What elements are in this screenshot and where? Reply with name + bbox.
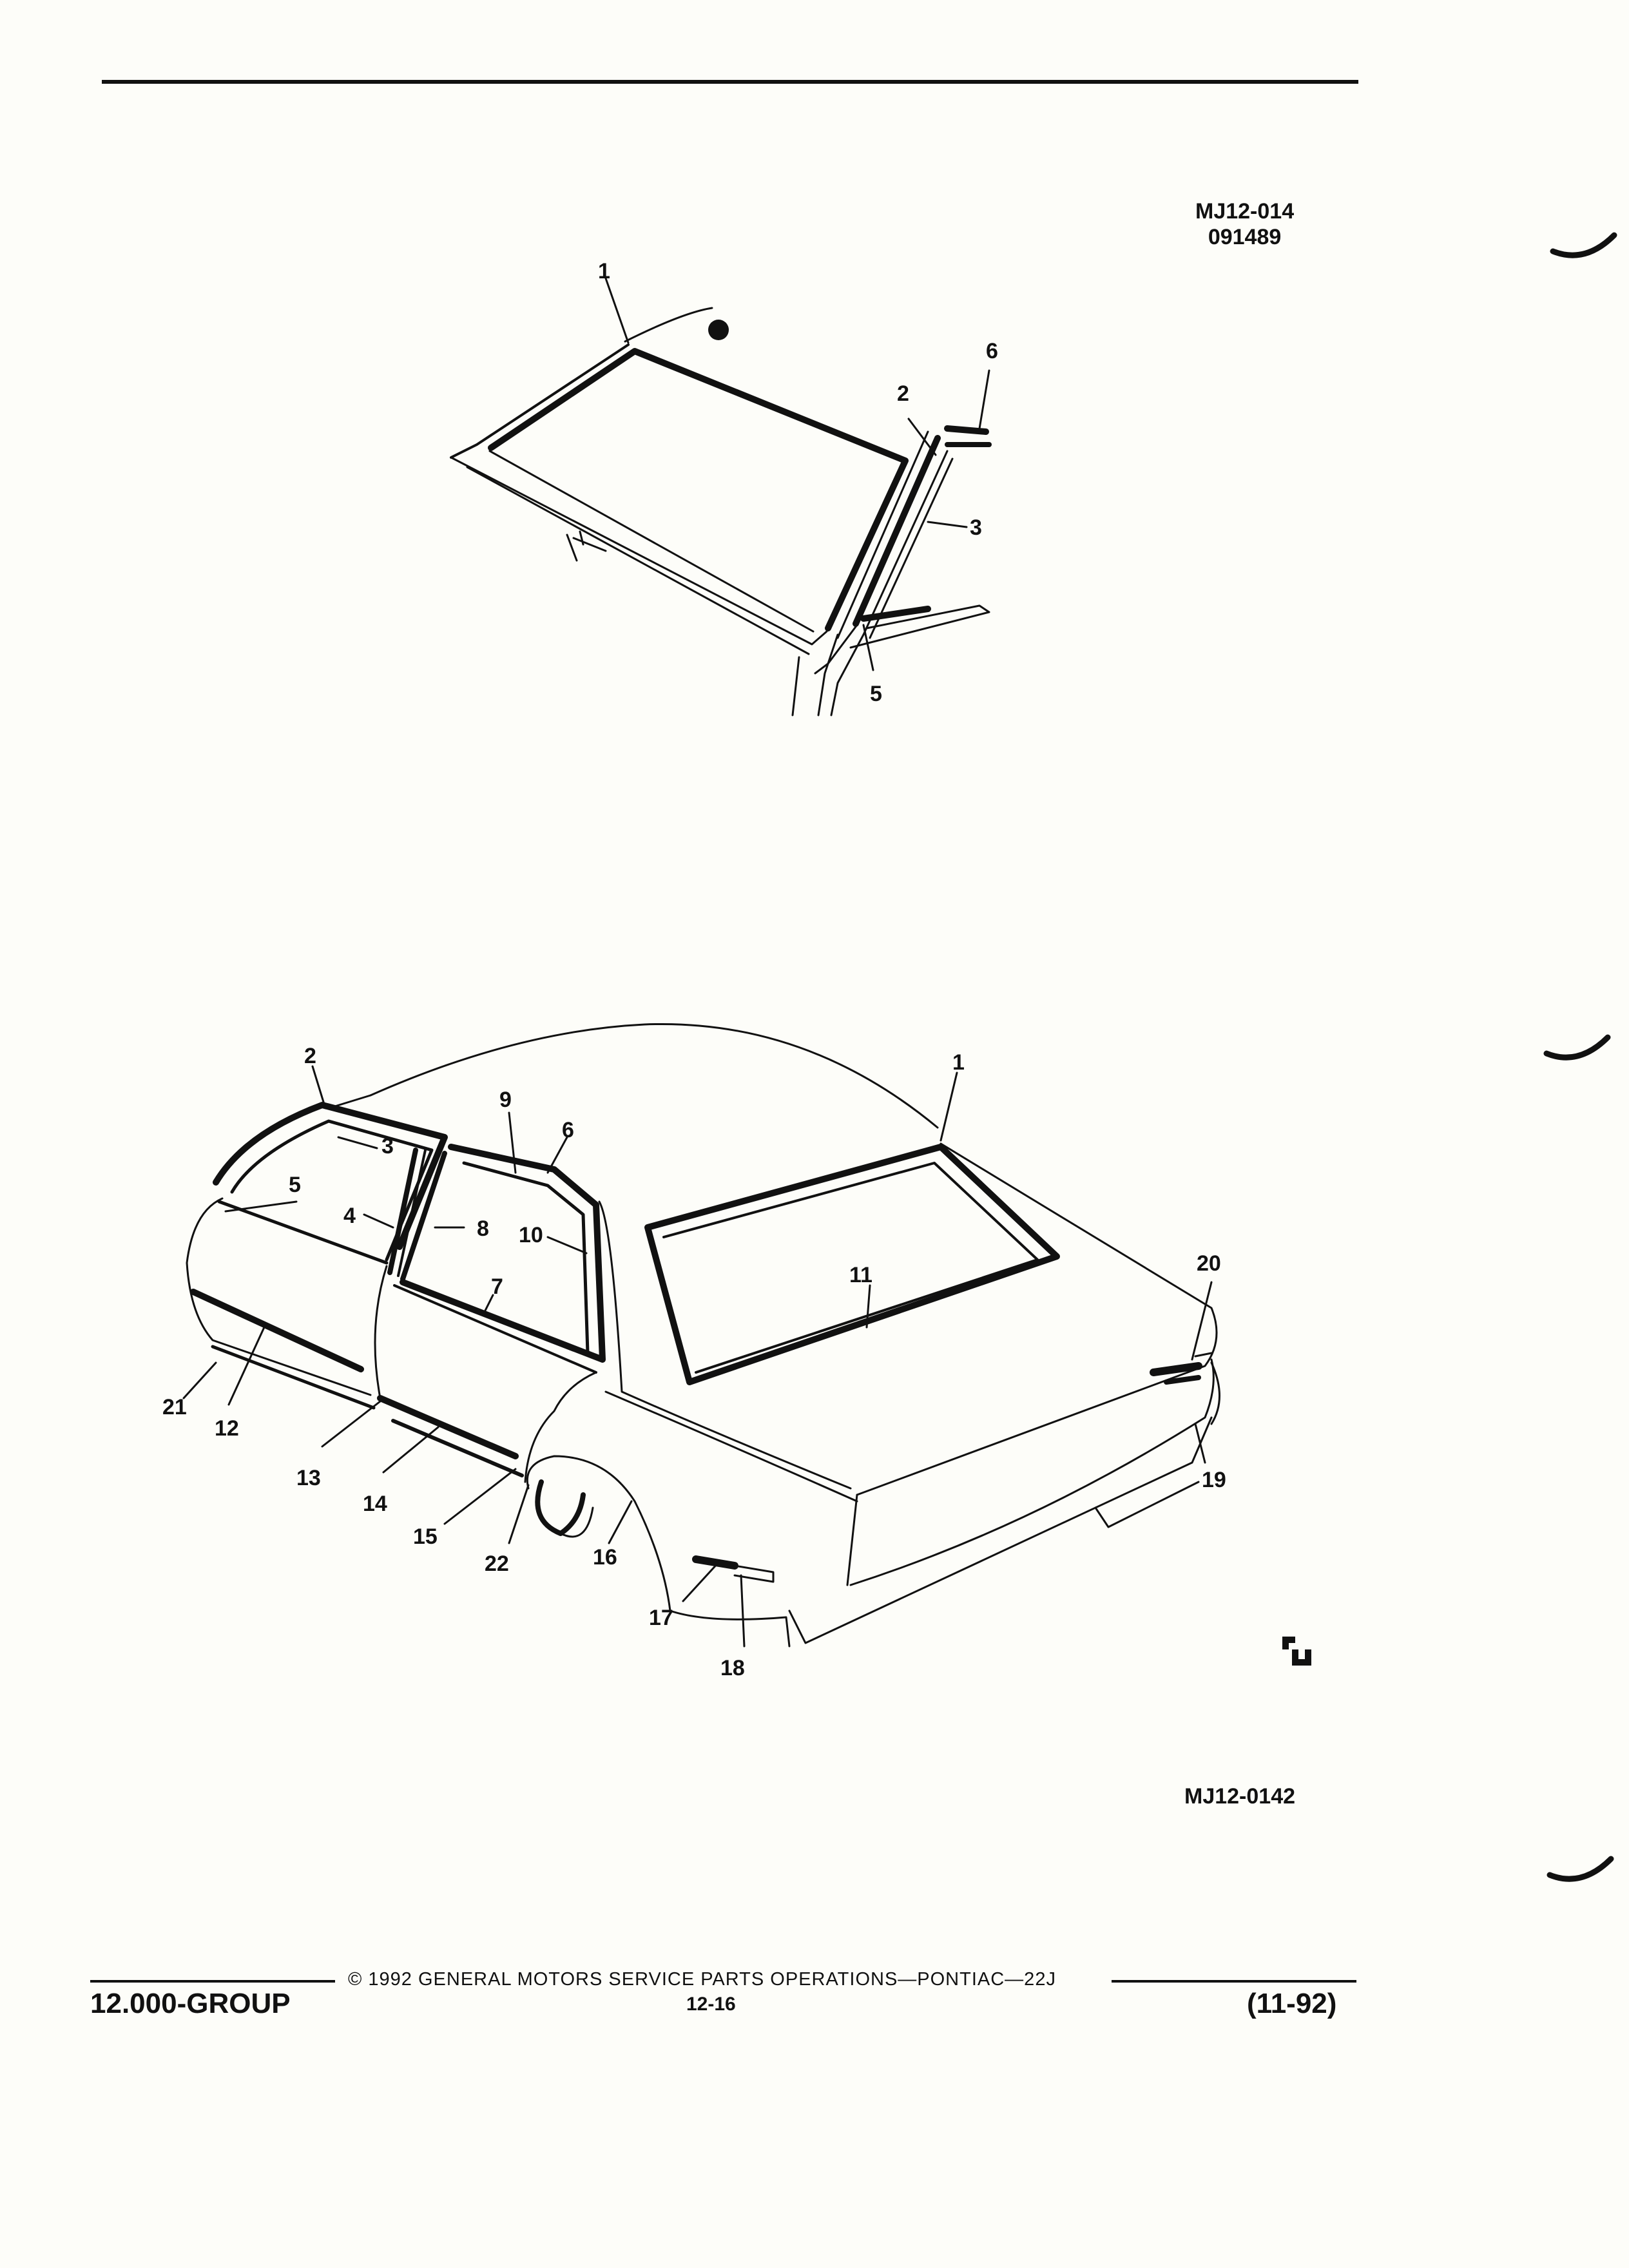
- footer-group: 12.000-GROUP: [90, 1988, 291, 2019]
- fig1-callout-5: 5: [870, 682, 882, 706]
- binding-mark-icon: [1543, 1034, 1611, 1061]
- fig2-callout-5: 5: [289, 1173, 301, 1197]
- binding-mark-icon: [1550, 232, 1617, 258]
- ink-blot: [708, 320, 729, 340]
- binding-mark-icon: [1547, 1856, 1614, 1882]
- figure-1-reference: MJ12-014 091489: [1195, 198, 1294, 250]
- fig2-callout-6: 6: [562, 1118, 574, 1142]
- fig2-callout-4: 4: [343, 1204, 356, 1228]
- figure-1-ref-code: MJ12-014: [1195, 199, 1295, 224]
- fig1-callout-6: 6: [986, 339, 998, 363]
- fig2-callout-13: 13: [296, 1466, 321, 1490]
- fig2-callout-2: 2: [304, 1044, 316, 1068]
- fig2-callout-10: 10: [519, 1223, 543, 1247]
- fig2-callout-21: 21: [162, 1395, 187, 1419]
- figure-2-car-drawing: [182, 1023, 1220, 1648]
- footer-rule-right: [1112, 1980, 1356, 1983]
- fig1-callout-1: 1: [598, 259, 610, 284]
- fig2-callout-9: 9: [499, 1088, 512, 1112]
- fig2-callout-17: 17: [649, 1606, 673, 1630]
- publisher-logo-mark: [1282, 1637, 1311, 1666]
- footer-copyright: © 1992 GENERAL MOTORS SERVICE PARTS OPER…: [348, 1969, 1056, 1990]
- fig2-callout-16: 16: [593, 1545, 617, 1570]
- footer-date: (11-92): [1247, 1988, 1337, 2019]
- fig2-callout-8: 8: [477, 1216, 489, 1241]
- fig2-callout-22: 22: [485, 1552, 509, 1576]
- footer-page-number: 12-16: [686, 1994, 736, 2015]
- fig2-callout-3: 3: [381, 1134, 394, 1158]
- fig1-callout-3: 3: [970, 515, 982, 540]
- figure-2-reference: MJ12-0142: [1184, 1784, 1296, 1809]
- fig1-callout-2: 2: [897, 381, 909, 406]
- figure-1-ref-date: 091489: [1208, 225, 1282, 249]
- top-rule: [102, 80, 1358, 84]
- fig2-callout-11: 11: [849, 1263, 872, 1287]
- figure-1-windshield-drawing: [450, 277, 992, 716]
- footer-rule-left: [90, 1980, 335, 1983]
- fig2-callout-14: 14: [363, 1492, 387, 1516]
- fig2-callout-19: 19: [1202, 1468, 1226, 1492]
- fig2-callout-12: 12: [215, 1416, 239, 1441]
- fig2-callout-15: 15: [413, 1524, 438, 1549]
- fig2-callout-1: 1: [952, 1050, 965, 1075]
- figure-1-callouts: 1 2 3 5 6: [598, 259, 998, 706]
- fig2-callout-7: 7: [491, 1274, 503, 1299]
- figure-2-callouts: 1 2 3 4 5 6 7 8 9 10 11 12 13 14 15 16 1…: [162, 1044, 1226, 1680]
- fig2-callout-20: 20: [1197, 1251, 1221, 1276]
- fig2-callout-18: 18: [720, 1656, 745, 1680]
